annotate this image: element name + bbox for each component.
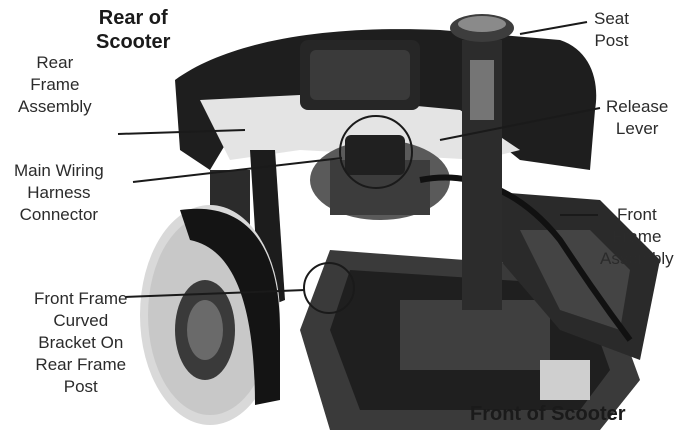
seat-post-label: Seat Post [594, 9, 629, 50]
seat-post-leader [519, 21, 588, 35]
rear-frame-assembly-label: Rear Frame Assembly [18, 53, 92, 116]
curved-bracket-label: Front Frame Curved Bracket On Rear Frame… [34, 289, 128, 396]
main-wiring-harness-label: Main Wiring Harness Connector [14, 161, 104, 224]
rear-frame-leader [117, 129, 246, 135]
front-frame-assembly-label: Front Frame Assembly [600, 205, 674, 268]
wiring-harness-circle [339, 115, 413, 189]
scooter-frame-photo [140, 0, 696, 430]
release-lever-label: Release Lever [606, 97, 669, 138]
wiring-harness-leader [132, 157, 343, 183]
curved-bracket-leader [124, 289, 306, 298]
release-lever-leader [439, 107, 601, 141]
front-of-scooter-heading: Front of Scooter [470, 403, 626, 425]
curved-bracket-circle [303, 262, 355, 314]
rear-of-scooter-heading: Rear of Scooter [96, 7, 171, 53]
